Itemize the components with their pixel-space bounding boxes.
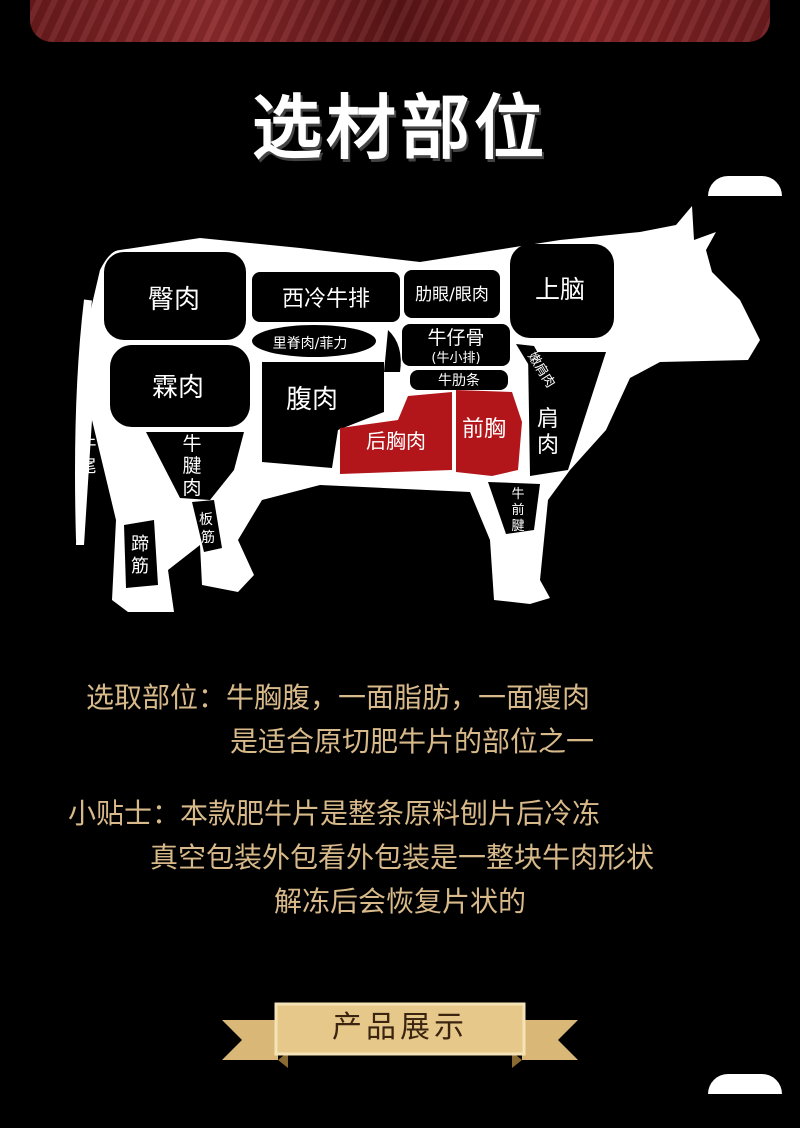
label-tenderloin: 里脊肉/菲力 [273,336,348,352]
label-fore-shank: 牛前腱 [511,487,524,534]
tip-line-3: 解冻后会恢复片状的 [274,885,527,918]
cut-flank [262,362,384,468]
label-flank: 腹肉 [286,385,338,415]
cut-tendon [192,500,222,552]
description-line-2: 是适合原切肥牛片的部位之一 [230,725,595,758]
cut-hind-shank [146,432,244,500]
label-hoof-tendon: 蹄筋 [131,534,149,577]
cut-rib-finger [410,370,508,390]
label-rib-finger: 牛肋条 [438,372,480,389]
label-round: 霖肉 [152,373,204,403]
cut-round [110,345,250,427]
cut-rump [104,252,246,340]
cut-chuck [510,244,614,338]
label-ribeye: 肋眼/眼肉 [415,285,489,305]
tip-block: 小贴士：本款肥牛片是整条原料刨片后冷冻 真空包装外包看外包装是一整块牛肉形状 解… [0,792,800,922]
scroll-hint-bottom[interactable] [708,1074,782,1094]
label-rump: 臀肉 [148,285,200,315]
cut-hoof-tendon [124,520,158,588]
tip-line-2: 真空包装外包看外包装是一整块牛肉形状 [150,841,655,874]
label-shoulder: 肩肉 [537,407,559,458]
beef-cuts-diagram: 臀肉 西冷牛排 肋眼/眼肉 上脑 里脊肉/菲力 牛仔骨 (牛小排) 牛肋条 嫩肩… [75,206,760,612]
description-line-1: 选取部位：牛胸腹，一面脂肪，一面瘦肉 [86,681,591,714]
label-front-brisket: 前胸 [462,417,506,442]
label-chuck: 上脑 [535,275,585,304]
cut-tenderloin [252,325,376,357]
label-hind-shank: 牛腱肉 [182,433,201,499]
section-title: 产品展示 [332,1010,468,1045]
cut-fore-shank [488,482,540,534]
tail-line [75,299,92,541]
label-short-rib: 牛仔骨 [427,327,484,349]
label-rear-brisket: 后胸肉 [366,429,426,453]
cut-front-brisket [456,390,522,476]
cut-shoulder [528,352,606,476]
label-short-rib-alt: (牛小排) [431,351,480,366]
top-product-photo [30,0,770,42]
label-tail: 牛尾 [80,435,97,477]
cut-finger-rib [384,330,401,372]
description-block: 选取部位：牛胸腹，一面脂肪，一面瘦肉 是适合原切肥牛片的部位之一 [0,676,800,766]
cut-rear-brisket [340,392,452,474]
tip-line-1: 小贴士：本款肥牛片是整条原料刨片后冷冻 [68,797,601,830]
scroll-hint-top[interactable] [708,176,782,196]
label-tendon: 板筋 [199,512,215,546]
section-ribbon [222,1002,578,1068]
cut-ribeye [404,270,500,318]
label-sirloin: 西冷牛排 [282,287,370,312]
cut-sirloin [252,272,400,322]
page-title: 选材部位 [252,87,548,169]
cut-short-rib [402,324,510,366]
